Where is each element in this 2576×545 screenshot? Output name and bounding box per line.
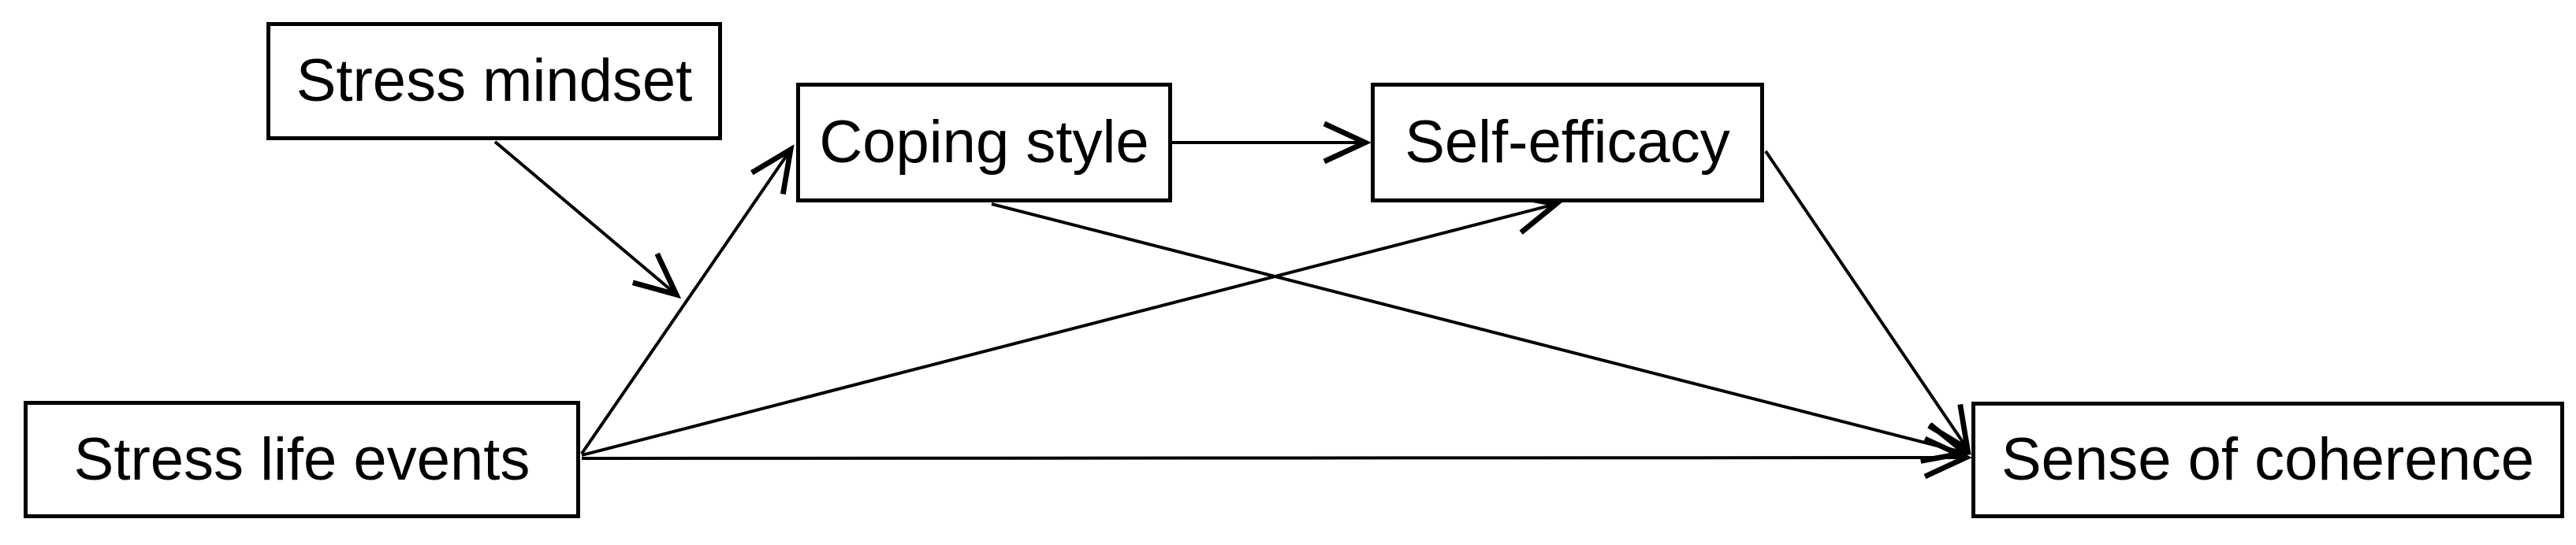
node-self-efficacy-label: Self-efficacy [1405,109,1730,176]
arrow-coping-style-to-sense-of-coherence [991,202,1965,453]
node-coping-style: Coping style [796,83,1172,202]
node-stress-mindset: Stress mindset [266,22,722,140]
node-sense-of-coherence: Sense of coherence [1971,402,2564,518]
node-self-efficacy: Self-efficacy [1371,83,1764,202]
node-coping-style-label: Coping style [819,109,1149,176]
node-sense-of-coherence-label: Sense of coherence [2001,426,2535,493]
node-stress-mindset-label: Stress mindset [296,47,693,114]
arrow-stress-life-events-to-self-efficacy [581,204,1556,457]
node-stress-life-events: Stress life events [24,401,580,518]
arrow-stress-mindset-moderation [493,140,676,295]
arrow-stress-life-events-to-coping-style [580,150,791,455]
arrow-self-efficacy-to-sense-of-coherence [1764,150,1967,449]
node-stress-life-events-label: Stress life events [73,425,530,493]
